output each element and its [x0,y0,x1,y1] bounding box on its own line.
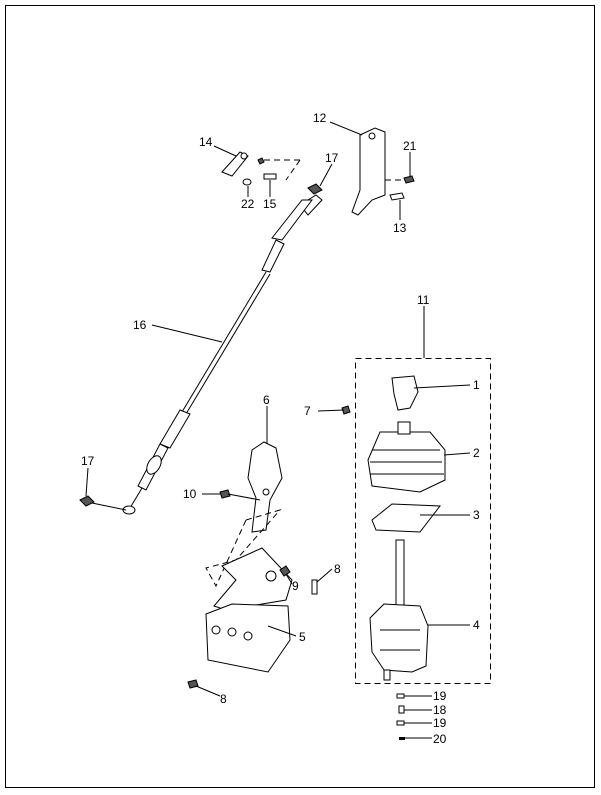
bracket-plate-5 [187,547,318,689]
lever-6 [219,441,283,533]
label-9: 9 [292,579,299,593]
label-14: 14 [199,135,213,149]
label-22: 22 [241,197,255,211]
leader-lines [85,121,471,739]
label-17-bottom: 17 [81,454,95,468]
label-20: 20 [433,732,447,746]
label-5: 5 [299,630,306,644]
label-8-bottom: 8 [220,692,227,706]
label-17-top: 17 [325,151,339,165]
label-19-b: 19 [433,716,447,730]
small-parts [396,693,405,740]
label-10: 10 [183,487,197,501]
nut-17-top [307,183,323,195]
label-11: 11 [417,293,430,307]
label-15: 15 [263,197,277,211]
label-21: 21 [403,139,417,153]
lever-assembly-4 [369,539,429,681]
label-16: 16 [133,318,147,332]
boot-2 [367,421,446,493]
label-1: 1 [473,378,480,392]
label-6: 6 [263,393,270,407]
shift-cable-16 [79,194,323,515]
bracket-14 [221,151,301,186]
label-13: 13 [393,221,407,235]
label-4: 4 [473,618,480,632]
label-12: 12 [313,111,327,125]
label-7: 7 [304,404,311,418]
bracket-12 [351,127,415,216]
label-18: 18 [433,703,447,717]
label-8-top: 8 [334,562,341,576]
label-19-a: 19 [433,689,447,703]
diagram-frame [5,5,595,788]
label-3: 3 [473,508,480,522]
label-2: 2 [473,446,480,460]
gasket-3 [371,503,441,533]
shift-knob-1 [341,375,419,415]
